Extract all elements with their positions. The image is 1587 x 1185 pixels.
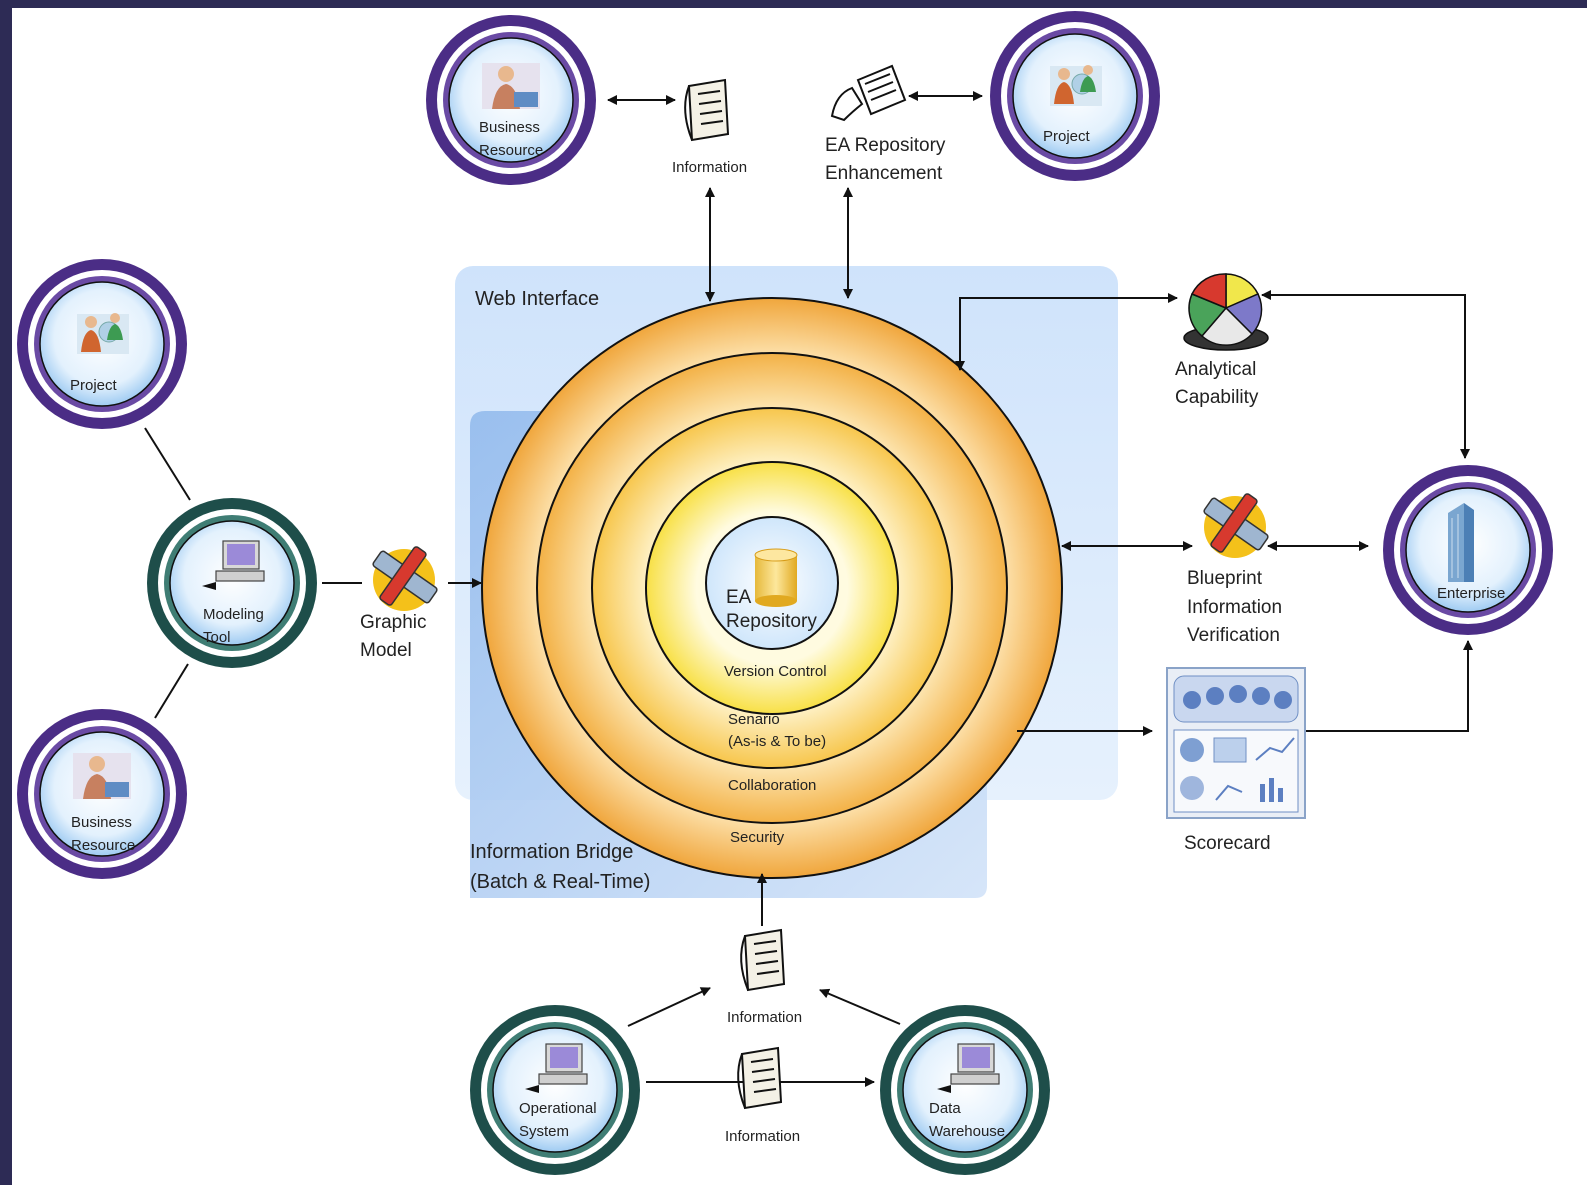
node-modeling-tool[interactable] xyxy=(147,498,317,668)
business-resource-left-line2: Resource xyxy=(71,837,135,854)
information-bottom-label: Information xyxy=(725,1128,800,1145)
repository-label-line2: Repository xyxy=(726,611,817,632)
modeling-tool-line1: Modeling xyxy=(203,606,264,623)
blueprint-line2: Information xyxy=(1187,597,1282,618)
arrow-scorecard-enterprise xyxy=(1305,640,1473,732)
ring-label-collaboration: Collaboration xyxy=(728,777,816,794)
ring-label-security: Security xyxy=(730,829,785,846)
pencil-ruler-icon xyxy=(372,546,438,611)
information-top-label: Information xyxy=(672,159,747,176)
ring-label-version-control: Version Control xyxy=(724,663,827,680)
document-scroll-icon xyxy=(684,78,730,142)
arrow-rings-analytical xyxy=(955,293,1178,371)
blueprint-line1: Blueprint xyxy=(1187,568,1263,589)
business-resource-top-line1: Business xyxy=(479,119,540,136)
analytical-line1: Analytical xyxy=(1175,359,1256,380)
modeling-tool-line2: Tool xyxy=(203,629,231,646)
scorecard-label: Scorecard xyxy=(1184,833,1271,854)
computer-icon xyxy=(525,1043,588,1093)
business-person-icon xyxy=(482,63,540,109)
project-team-icon xyxy=(1050,65,1102,106)
data-warehouse-line2: Warehouse xyxy=(929,1123,1005,1140)
information-mid-label: Information xyxy=(727,1009,802,1026)
graphic-model-line2: Model xyxy=(360,640,412,661)
line-project-modeling xyxy=(144,427,191,501)
building-icon xyxy=(1448,503,1474,582)
node-data-warehouse[interactable] xyxy=(880,1005,1050,1175)
information-bridge-line1: Information Bridge xyxy=(470,841,633,863)
hand-form-icon xyxy=(830,64,907,122)
node-operational-system[interactable] xyxy=(470,1005,640,1175)
arrow-analytical-enterprise xyxy=(1261,290,1470,459)
analytical-line2: Capability xyxy=(1175,387,1259,408)
information-bridge-line2: (Batch & Real-Time) xyxy=(470,871,650,893)
repository-label-line1: EA xyxy=(726,587,752,608)
computer-icon xyxy=(937,1043,1000,1093)
dashboard-icon xyxy=(1166,667,1306,819)
ea-enhancement-line2: Enhancement xyxy=(825,163,943,184)
database-cylinder-icon xyxy=(754,548,798,607)
arrow-warehouse-information xyxy=(819,988,901,1025)
pie-chart-icon xyxy=(1183,273,1269,351)
ring-label-scenario-line1: Senario xyxy=(728,711,780,728)
web-interface-label: Web Interface xyxy=(475,288,599,310)
project-team-icon xyxy=(77,313,129,354)
document-scroll-icon xyxy=(737,1046,783,1110)
ring-label-scenario-line2: (As-is & To be) xyxy=(728,733,826,750)
pencil-ruler-icon xyxy=(1203,493,1269,558)
graphic-model-line1: Graphic xyxy=(360,612,427,633)
operational-system-line1: Operational xyxy=(519,1100,597,1117)
line-modeling-business xyxy=(154,663,189,719)
arrow-operational-information xyxy=(627,987,711,1027)
computer-icon xyxy=(202,540,265,590)
connectors xyxy=(144,91,1473,1087)
ea-enhancement-line1: EA Repository xyxy=(825,135,946,156)
blueprint-line3: Verification xyxy=(1187,625,1280,646)
diagram-canvas: Web Interface Information Bridge (Batch … xyxy=(12,8,1587,1185)
business-person-icon xyxy=(73,753,131,799)
business-resource-left-line1: Business xyxy=(71,814,132,831)
data-warehouse-line1: Data xyxy=(929,1100,961,1117)
business-resource-top-line2: Resource xyxy=(479,142,543,159)
document-scroll-icon xyxy=(740,928,786,992)
project-left-label: Project xyxy=(70,377,118,394)
project-top-label: Project xyxy=(1043,128,1091,145)
enterprise-label: Enterprise xyxy=(1437,585,1505,602)
ea-repository-diagram: Web Interface Information Bridge (Batch … xyxy=(17,11,1553,1175)
operational-system-line2: System xyxy=(519,1123,569,1140)
